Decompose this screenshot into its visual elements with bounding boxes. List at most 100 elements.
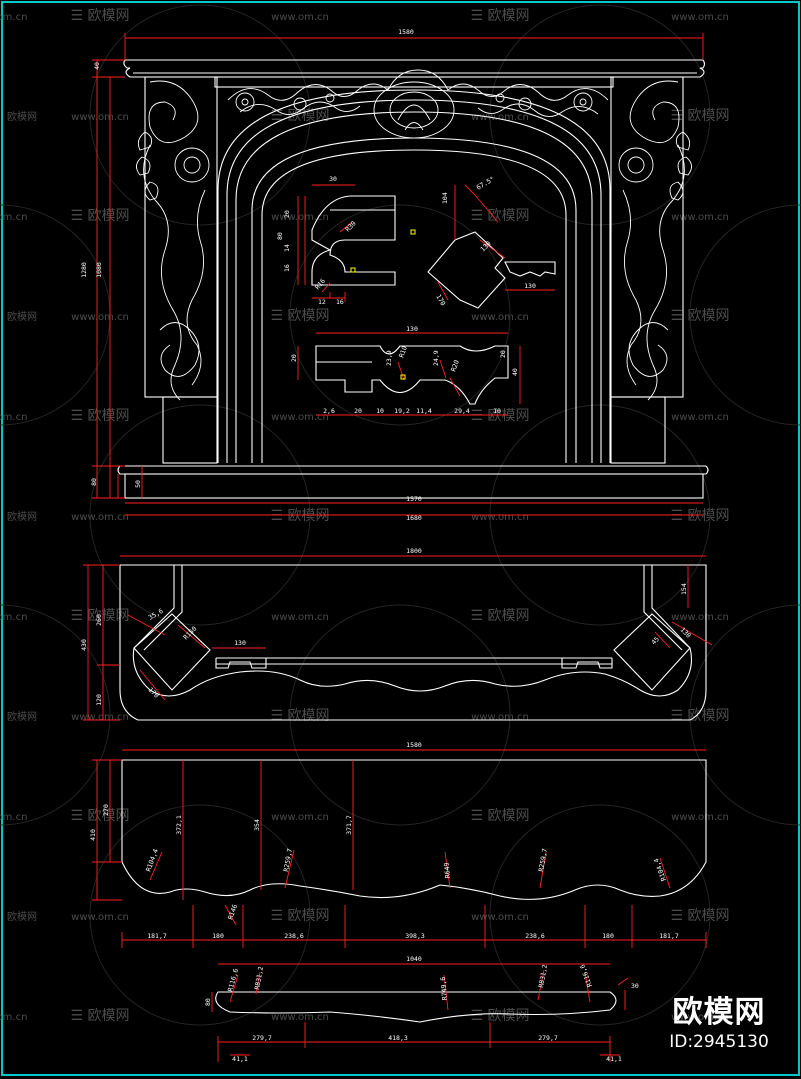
dim-hearth-s6: 180 [602, 932, 614, 940]
watermark-brand: ☰ 欧模网 [470, 8, 529, 24]
brand-id: ID:2945130 [669, 1032, 769, 1052]
watermark-brand: ☰ 欧模网 [270, 708, 329, 724]
watermark-site: www.om.cn [71, 312, 129, 323]
watermark-brand: ☰ 欧模网 [270, 908, 329, 924]
dim-moulding-top: 130 [406, 325, 418, 333]
dim-moulding-b5: 11,4 [416, 407, 432, 415]
dim-moulding-b6: 29,4 [454, 407, 470, 415]
top-slab [215, 991, 617, 1023]
dim-moulding-r2: R10 [397, 345, 409, 359]
dim-moulding-right-h: 20 [499, 350, 507, 358]
watermark-site: www.om.cn [271, 212, 329, 223]
dim-plan-width: 1800 [406, 547, 422, 555]
dim-small-h: 80 [204, 998, 212, 1006]
dim-base-width: 1570 [406, 495, 422, 503]
dim-hearth-r4: R259,7 [537, 848, 549, 873]
watermark-arc [489, 4, 711, 226]
dim-total-height-inner: 1080 [95, 262, 103, 278]
dim-small-d2: 418,3 [388, 1034, 408, 1042]
dim-small-e3: 30 [631, 982, 639, 990]
dim-base-height: 80 [90, 478, 98, 486]
watermark-brand: ☰ 欧模网 [470, 808, 529, 824]
dim-profile-a-3: 80 [276, 232, 284, 240]
watermark-site: www.om.cn [471, 112, 529, 123]
dim-moulding-b4: 19,2 [394, 407, 410, 415]
watermark-site: www.om.cn [71, 112, 129, 123]
watermark-site: www.om.cn [71, 512, 129, 523]
brand-badge: 欧模网 ID:2945130 [659, 996, 779, 1054]
dim-profile-b-4: 130 [524, 282, 536, 290]
dim-small-d1: 279,7 [252, 1034, 272, 1042]
watermark-site: www.om.cn [271, 812, 329, 823]
watermark-site-edge: om.cn [0, 612, 27, 623]
watermark-site: www.om.cn [271, 1012, 329, 1023]
dim-small-r4: R831,2 [537, 964, 549, 989]
dim-hearth-s3: 238,6 [284, 932, 304, 940]
watermark-arc [0, 604, 111, 826]
watermark-brand: ☰ 欧模网 [470, 408, 529, 424]
watermark-site: www.om.cn [471, 312, 529, 323]
watermark-brand: ☰ 欧模网 [670, 308, 729, 324]
watermark-brand: ☰ 欧模网 [270, 508, 329, 524]
watermark-site: www.om.cn [671, 812, 729, 823]
watermark-site-edge: 欧模网 [7, 911, 37, 923]
watermark-brand: ☰ 欧模网 [270, 308, 329, 324]
dim-hearth-s4: 398,3 [405, 932, 425, 940]
hearth-slab [121, 759, 707, 900]
watermark-brand: ☰ 欧模网 [270, 108, 329, 124]
dim-profile-a-2: 20 [283, 210, 291, 218]
plan-view [119, 564, 707, 721]
dim-hearth-v2: 354 [253, 819, 261, 831]
watermark-brand: ☰ 欧模网 [470, 1008, 529, 1024]
snap-markers [350, 229, 416, 380]
watermark-brand: ☰ 欧模网 [70, 8, 129, 24]
watermark-arc [89, 4, 311, 226]
watermark-site: www.om.cn [471, 912, 529, 923]
dim-small-d3: 279,7 [538, 1034, 558, 1042]
dim-bottom-width: 1680 [406, 514, 422, 522]
watermark-brand: ☰ 欧模网 [70, 208, 129, 224]
watermark-site-edge: om.cn [0, 1012, 27, 1023]
carved-ornament [136, 69, 692, 401]
dimension-lines [83, 33, 713, 1062]
dim-moulding-left-h: 20 [290, 354, 298, 362]
dim-profile-b-1: 104 [441, 192, 449, 204]
dim-profile-a-7: 16 [336, 298, 344, 306]
watermark-brand: ☰ 欧模网 [670, 708, 729, 724]
dim-plinth-height: 50 [134, 480, 142, 488]
watermark-site-edge: 欧模网 [7, 311, 37, 323]
watermark-site-edge: om.cn [0, 812, 27, 823]
dim-moulding-b7: 10 [493, 407, 501, 415]
dim-moulding-r4: R20 [449, 359, 461, 373]
watermark-layer: ☰ 欧模网 ☰ 欧模网 www.om.cn www.om.cn om.cn ☰ 欧模网 ☰ … [0, 4, 801, 1026]
watermark-site: www.om.cn [71, 712, 129, 723]
dim-moulding-b2: 20 [354, 407, 362, 415]
watermark-brand: ☰ 欧模网 [670, 908, 729, 924]
dim-profile-a-4: 14 [283, 244, 291, 252]
dim-hearth-r2: R259,7 [282, 848, 294, 873]
dim-moulding-b3: 10 [376, 407, 384, 415]
watermark-brand: ☰ 欧模网 [670, 108, 729, 124]
watermark-site: www.om.cn [271, 12, 329, 23]
watermark-site-edge: om.cn [0, 412, 27, 423]
watermark-site-edge: om.cn [0, 12, 27, 23]
watermark-brand: ☰ 欧模网 [470, 608, 529, 624]
watermark-site: www.om.cn [71, 912, 129, 923]
watermark-site: www.om.cn [671, 1012, 729, 1023]
watermark-site: www.om.cn [271, 612, 329, 623]
watermark-arc [289, 604, 511, 826]
watermark-site-edge: 欧模网 [7, 511, 37, 523]
dim-profile-a-5: 16 [283, 264, 291, 272]
dim-hearth-s1: 181,7 [147, 932, 167, 940]
dim-plan-d2: 120 [95, 694, 103, 706]
watermark-site: www.om.cn [671, 212, 729, 223]
watermark-site: www.om.cn [471, 512, 529, 523]
watermark-site-edge: 欧模网 [7, 711, 37, 723]
dim-small-r3: R749,6 [439, 976, 449, 1000]
dim-hearth-s5: 238,6 [525, 932, 545, 940]
watermark-brand: ☰ 欧模网 [670, 508, 729, 524]
dim-moulding-right-total: 40 [511, 368, 519, 376]
watermark-arc [489, 804, 711, 1026]
watermark-site: www.om.cn [271, 412, 329, 423]
